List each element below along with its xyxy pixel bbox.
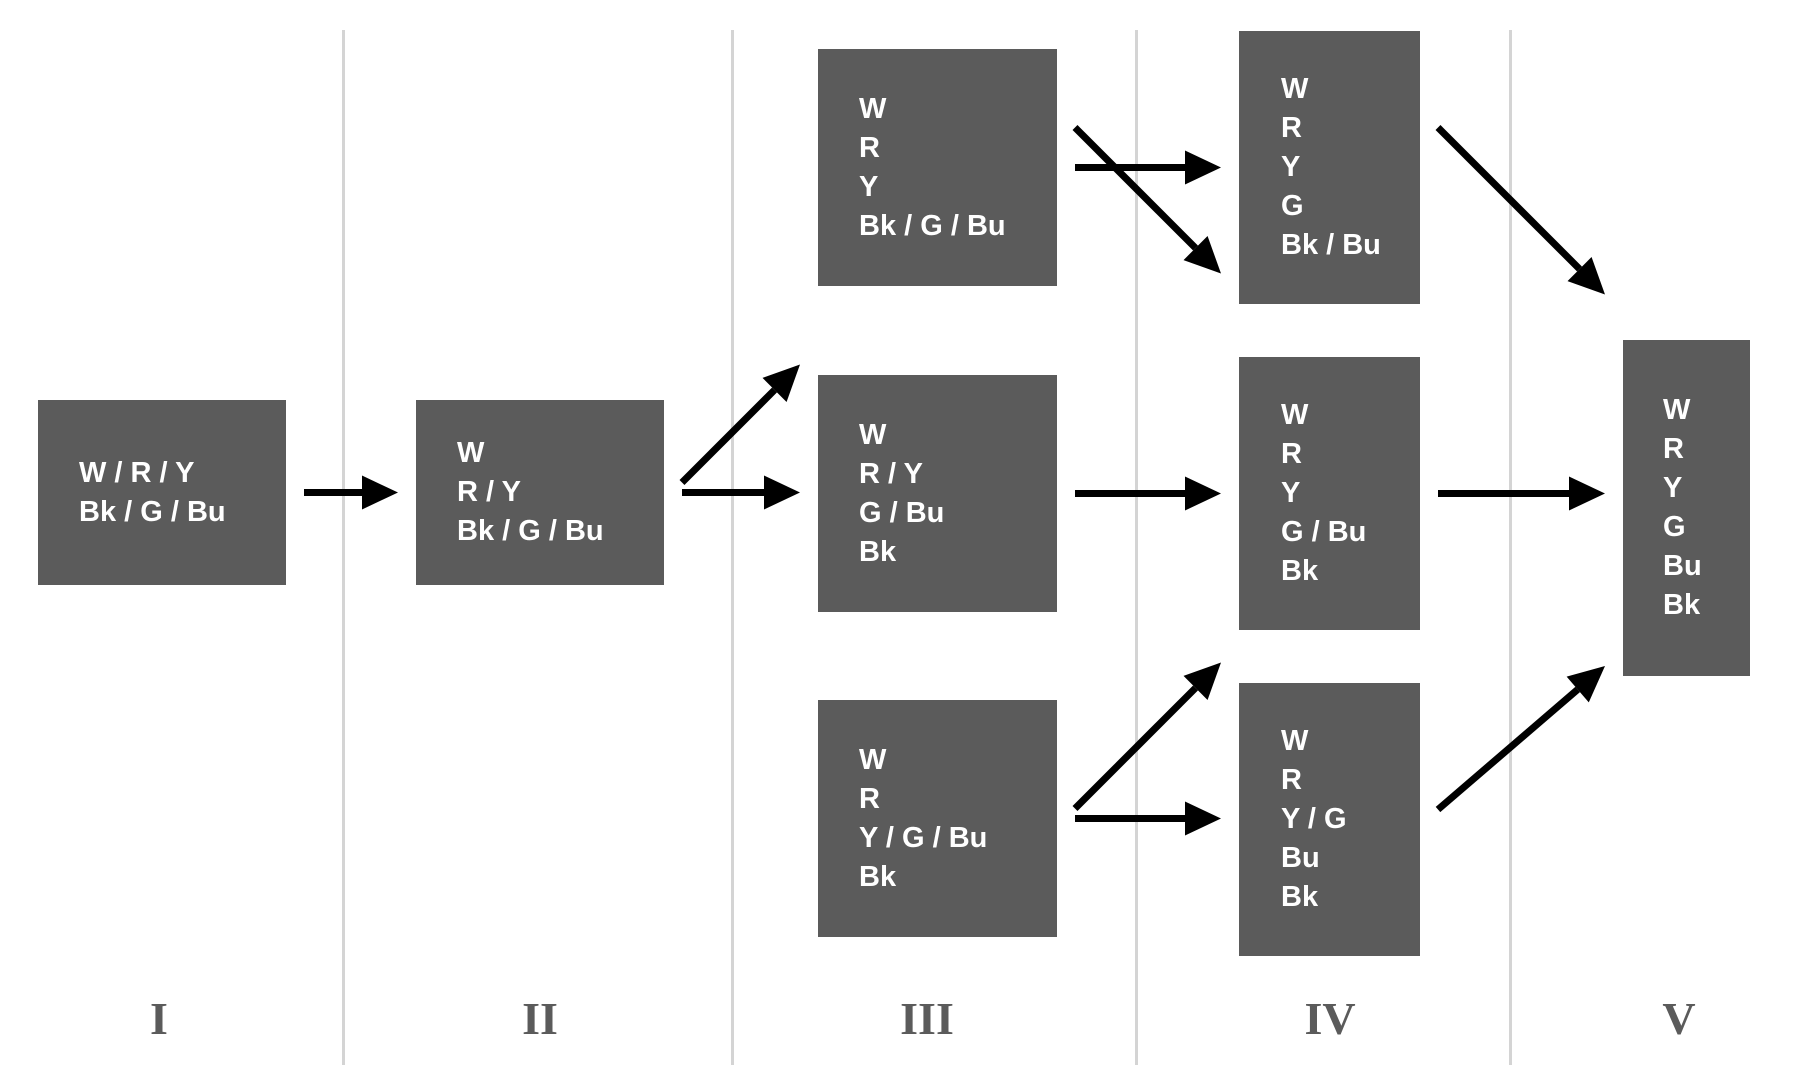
node-line: W / R / Y	[79, 456, 195, 489]
arrow-n3a-to-n4b	[1072, 125, 1199, 251]
arrow-head-n2-to-n3a	[762, 364, 800, 402]
node-line: R	[1281, 764, 1302, 796]
arrow-head-n3c-to-n4c	[1185, 801, 1221, 836]
arrow-head-n4b-to-n5	[1569, 476, 1605, 511]
node-line: W	[1281, 725, 1309, 757]
node-line: Y	[1281, 477, 1301, 509]
stage-divider-2	[731, 30, 734, 1065]
node-line: Y	[859, 170, 879, 203]
node-line: Bk	[859, 860, 897, 893]
node-line: Y	[1663, 472, 1683, 504]
arrow-head-n1-to-n2	[362, 475, 398, 510]
node-line: G / Bu	[1281, 516, 1367, 548]
node-line: Bk	[1281, 555, 1319, 587]
stage-label-i: I	[150, 993, 168, 1044]
node-line: R	[1281, 438, 1302, 470]
node-line: R	[1663, 433, 1684, 465]
node-line: R	[859, 131, 880, 164]
node-line: G	[1281, 190, 1304, 222]
arrow-head-n4c-to-n5	[1566, 666, 1605, 703]
stage-label-ii: II	[522, 993, 558, 1044]
stage-divider-1	[342, 30, 345, 1065]
arrow-n3c-to-n4b	[1072, 685, 1199, 811]
node-line: Y	[1281, 151, 1301, 183]
node-line: Bk / G / Bu	[79, 495, 226, 528]
node-line: Bk	[859, 535, 897, 568]
arrow-head-n2-to-n3b	[764, 475, 800, 510]
arrow-head-n3b-to-n4b	[1185, 476, 1221, 511]
arrow-head-n3a-to-n4b	[1183, 236, 1221, 274]
node-line: W	[457, 437, 485, 469]
arrow-head-n3c-to-n4b	[1183, 662, 1221, 700]
node-line: Bk / G / Bu	[859, 209, 1006, 242]
stage-divider-3	[1135, 30, 1138, 1065]
arrow-head-n4a-to-n5	[1567, 257, 1605, 295]
arrow-head-n3a-to-n4a	[1185, 150, 1221, 185]
node-line: Bk / G / Bu	[457, 515, 604, 547]
node-line: R	[1281, 112, 1302, 144]
node-box-n1: W / R / Y Bk / G / Bu	[38, 400, 286, 585]
node-box-n3b: W R / Y G / Bu Bk	[818, 375, 1057, 612]
node-line: Bu	[1663, 550, 1702, 582]
node-line: Y / G / Bu	[859, 821, 988, 854]
node-line: W	[859, 743, 887, 776]
node-line: W	[859, 418, 887, 451]
node-line: W	[1281, 399, 1309, 431]
node-line: G	[1663, 511, 1686, 543]
stage-label-iv: IV	[1304, 993, 1356, 1044]
node-line: Bk	[1663, 589, 1701, 621]
node-line: R / Y	[859, 457, 923, 490]
node-line: W	[859, 92, 887, 125]
node-line: Bk	[1281, 881, 1319, 913]
stage-label-v: V	[1662, 993, 1696, 1044]
arrow-n4c-to-n5	[1435, 686, 1580, 813]
node-line: W	[1281, 73, 1309, 105]
stage-label-iii: III	[900, 993, 954, 1044]
arrow-n4a-to-n5	[1435, 125, 1583, 272]
stage-divider-4	[1509, 30, 1512, 1065]
arrow-n2-to-n3a	[679, 387, 778, 485]
node-line: Bu	[1281, 842, 1320, 874]
node-line: R	[859, 782, 880, 815]
node-line: W	[1663, 394, 1691, 426]
node-line: G / Bu	[859, 496, 945, 529]
node-line: Bk / Bu	[1281, 229, 1381, 261]
node-line: R / Y	[457, 476, 521, 508]
node-box-n2: W R / Y Bk / G / Bu	[416, 400, 664, 585]
node-line: Y / G	[1281, 803, 1347, 835]
